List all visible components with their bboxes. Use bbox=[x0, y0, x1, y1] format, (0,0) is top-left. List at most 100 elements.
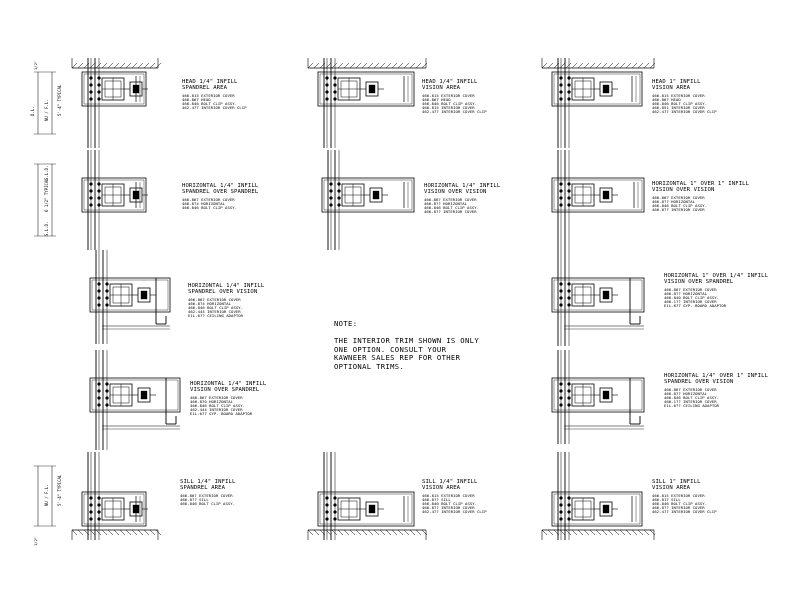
part-number: E1L-6?? CEILING ADAPTOR bbox=[188, 313, 244, 319]
part-number: 466-867 EXTERIOR COVER bbox=[652, 194, 705, 200]
part-number: 466-846 BOLT CLIP ASSY. bbox=[424, 204, 480, 210]
part-number: 466-867 EXTERIOR COVER bbox=[664, 386, 717, 392]
part-number: E1L-677 GYP. BOARD ADAPTOR bbox=[664, 303, 727, 309]
part-number: 466-846 BOLT CLIP ASSY. bbox=[422, 500, 478, 506]
part-number: 466-8?? INTERIOR COVER bbox=[424, 209, 477, 214]
part-number: 466-867 EXTERIOR COVER bbox=[182, 196, 235, 202]
detail-title: HEAD 1/4" INFILL bbox=[182, 79, 238, 85]
part-number: 466-1?? INTERIOR COVER bbox=[664, 299, 717, 304]
part-number: 466-815 EXTERIOR COVER bbox=[652, 92, 705, 98]
detail-title: SPANDREL OVER VISION bbox=[188, 288, 258, 295]
note-line: ONE OPTION. CONSULT YOUR bbox=[334, 344, 447, 354]
part-number: 466-8?? INTERIOR COVER bbox=[422, 505, 475, 510]
detail-title: HORIZONTAL 1" OVER 1" INFILL bbox=[652, 181, 750, 187]
part-number: 466-851 INTERIOR COVER bbox=[652, 105, 705, 110]
part-number: 466-867 EXTERIOR COVER bbox=[664, 286, 717, 292]
part-number: 466-867 EXTERIOR COVER bbox=[424, 196, 477, 202]
part-number: E1L-6?? CEILING ADAPTOR bbox=[664, 403, 720, 409]
part-number: 466-1?? INTERIOR COVER bbox=[664, 399, 717, 404]
part-number: 466-846 BOLT CLIP ASSY. bbox=[652, 100, 708, 106]
part-number: 466-867 HEAD bbox=[652, 96, 681, 102]
note-line: THE INTERIOR TRIM SHOWN IS ONLY bbox=[334, 335, 479, 345]
part-number: 466-8?? SILL bbox=[180, 496, 209, 502]
part-number: 466-8?? INTERIOR COVER bbox=[652, 505, 705, 510]
detail-title: VISION AREA bbox=[652, 484, 691, 491]
part-number: 466-8?4 HORIZONTAL bbox=[182, 200, 226, 206]
part-number: 466-8?? SILL bbox=[422, 496, 451, 502]
note-line: KAWNEER SALES REP FOR OTHER bbox=[334, 353, 461, 363]
note-line: OPTIONAL TRIMS. bbox=[334, 362, 405, 372]
detail-title: HORIZONTAL 1/4" INFILL bbox=[188, 283, 265, 289]
detail-title: SILL 1" INFILL bbox=[652, 479, 701, 485]
part-number: 462-444 INTERIOR COVER bbox=[190, 407, 243, 412]
part-number: 466-867 EXTERIOR COVER bbox=[190, 394, 243, 400]
detail-title: HORIZONTAL 1/4" INFILL bbox=[424, 183, 501, 189]
part-number: 462-477 INTERIOR COVER CLIP bbox=[422, 109, 487, 115]
part-number: 466-815 EXTERIOR COVER bbox=[182, 92, 235, 98]
detail-title: SILL 1/4" INFILL bbox=[422, 479, 478, 485]
part-number: 466-8?4 HORIZONTAL bbox=[188, 300, 232, 306]
part-number: 466-8?? HORIZONTAL bbox=[652, 198, 696, 204]
part-number: 462-477 INTERIOR COVER CLIP bbox=[652, 509, 717, 515]
detail-title: VISION OVER SPANDREL bbox=[664, 278, 734, 285]
part-number: 466-8?? HORIZONTAL bbox=[664, 290, 708, 296]
detail-title: HEAD 1" INFILL bbox=[652, 79, 701, 85]
part-number: E1L-677 GYP. BOARD ADAPTOR bbox=[190, 411, 253, 417]
part-number: 466-846 BOLT CLIP ASSY. bbox=[652, 202, 708, 208]
part-number: 466-8?? HORIZONTAL bbox=[664, 390, 708, 396]
part-number: 462-444 INTERIOR COVER bbox=[188, 309, 241, 314]
part-number: 466-840 BOLT CLIP ASSY. bbox=[664, 294, 720, 300]
part-number: 466-867 EXTERIOR COVER bbox=[188, 296, 241, 302]
part-number: 466-846 BOLT CLIP ASSY. bbox=[664, 394, 720, 400]
detail-title: VISION OVER SPANDREL bbox=[190, 386, 260, 393]
detail-title: SPANDREL OVER SPANDREL bbox=[182, 188, 259, 195]
part-number: 466-846 BOLT CLIP ASSY. bbox=[182, 204, 238, 210]
detail-title: HEAD 1/4" INFILL bbox=[422, 79, 478, 85]
detail-title: VISION AREA bbox=[652, 84, 691, 91]
part-number: 466-8?? HORIZONTAL bbox=[424, 200, 468, 206]
part-number: 466-867 EXTERIOR COVER bbox=[180, 492, 233, 498]
part-number: 466-846 BOLT CLIP ASSY. bbox=[190, 402, 246, 408]
part-number: 466-815 INTERIOR COVER bbox=[422, 105, 475, 110]
part-number: 466-8?? INTERIOR COVER bbox=[652, 207, 705, 212]
detail-title: SPANDREL AREA bbox=[180, 484, 226, 491]
detail-title: VISION OVER VISION bbox=[652, 186, 715, 193]
part-number: 462-477 INTERIOR COVER CLIP bbox=[182, 105, 247, 110]
part-number: 466-870 HORIZONTAL bbox=[190, 398, 234, 404]
detail-title: VISION OVER VISION bbox=[424, 188, 487, 195]
general-note: NOTE: THE INTERIOR TRIM SHOWN IS ONLY ON… bbox=[334, 319, 479, 372]
part-number: 466-846 BOLT CLIP ASSY. bbox=[422, 100, 478, 106]
detail-title: VISION AREA bbox=[422, 484, 461, 491]
part-number: 466-815 EXTERIOR COVER bbox=[652, 492, 705, 498]
part-number: 466-846 BOLT CLIP ASSY. bbox=[180, 500, 236, 506]
part-number: 466-817 SILL bbox=[652, 496, 681, 502]
detail-title: HORIZONTAL 1/4" INFILL bbox=[182, 183, 259, 189]
part-number: 466-815 EXTERIOR COVER bbox=[422, 92, 475, 98]
detail-title: SPANDREL AREA bbox=[182, 84, 228, 91]
part-number: 462-477 INTERIOR COVER CLIP bbox=[422, 509, 487, 515]
